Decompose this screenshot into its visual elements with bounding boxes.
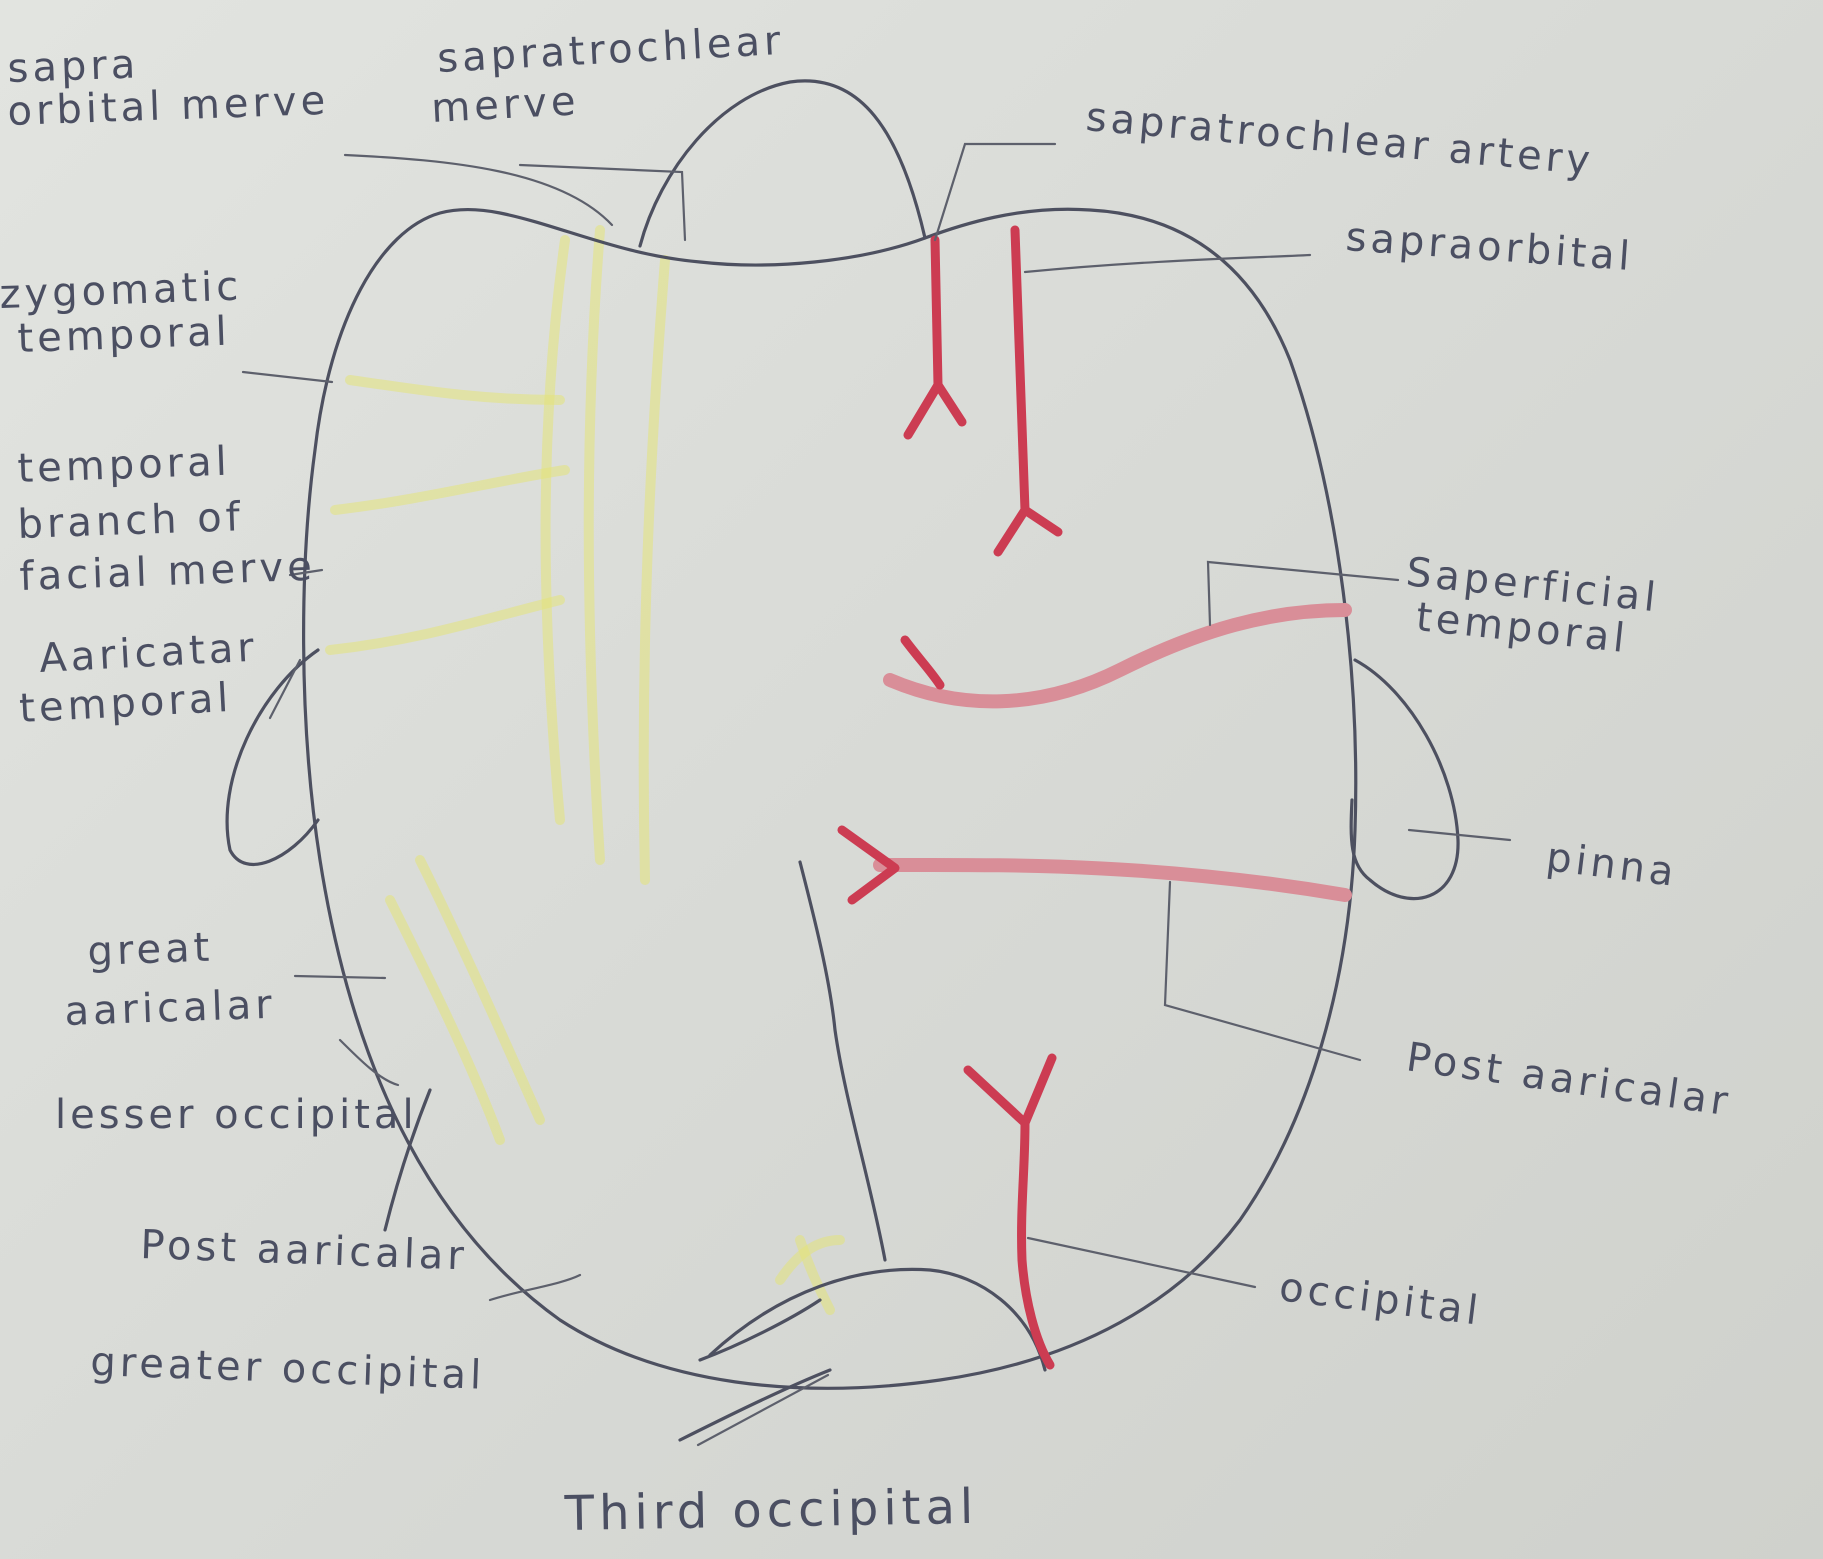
post-auricular-artery [880, 865, 1345, 895]
supraorbital-artery-fork [998, 510, 1058, 552]
neck-outline [710, 1269, 1045, 1370]
label-auriculotemporal-2: temporal [18, 675, 233, 732]
label-great-auricular-2: aaricalar [64, 982, 277, 1035]
label-third-occipital: Third occipital [563, 1479, 978, 1542]
label-supratrochlear-nerve-1: sapratrochlear [436, 18, 785, 82]
label-temporal-branch-2: branch of [17, 494, 245, 548]
nerve-shading [330, 230, 840, 1310]
label-great-auricular-1: great [87, 925, 214, 975]
label-post-auricular-right: Post aaricalar [1404, 1034, 1735, 1125]
arteries [842, 230, 1345, 1365]
superficial-temporal-artery [890, 610, 1345, 701]
label-auriculotemporal-1: Aaricatar [38, 625, 259, 682]
greater-occipital-nerve [700, 1300, 820, 1360]
label-temporal-branch-3: facial merve [19, 544, 317, 600]
label-occipital: occipital [1277, 1264, 1484, 1334]
supratrochlear-artery-fork [908, 385, 962, 435]
occipital-artery-fork [968, 1058, 1052, 1123]
supratrochlear-artery [935, 240, 938, 385]
label-temporal-branch-1: temporal [17, 439, 232, 492]
face-outline [640, 81, 925, 246]
label-supra-orbital-2: orbital merve [7, 78, 330, 135]
superficial-temporal-branch [905, 640, 940, 685]
post-auricular-fork [842, 830, 895, 900]
midline-nerve [800, 862, 885, 1260]
label-supratrochlear-nerve-2: merve [430, 78, 581, 132]
supraorbital-artery [1015, 230, 1025, 510]
skull-outline [304, 209, 1356, 1388]
label-post-auricular-left: Post aaricalar [140, 1222, 469, 1279]
label-pinna: pinna [1544, 834, 1680, 896]
label-greater-occipital: greater occipital [90, 1339, 486, 1399]
third-occipital-nerve [680, 1370, 830, 1440]
right-ear-pinna [1351, 660, 1458, 899]
labels: sapra orbital merve sapratrochlear merve… [0, 18, 1734, 1542]
label-supraorbital: sapraorbital [1344, 214, 1635, 280]
label-lesser-occipital: lesser occipital [55, 1092, 418, 1138]
label-supratrochlear-artery: sapratrochlear artery [1084, 94, 1596, 184]
label-zygomatic-2: temporal [17, 309, 232, 362]
